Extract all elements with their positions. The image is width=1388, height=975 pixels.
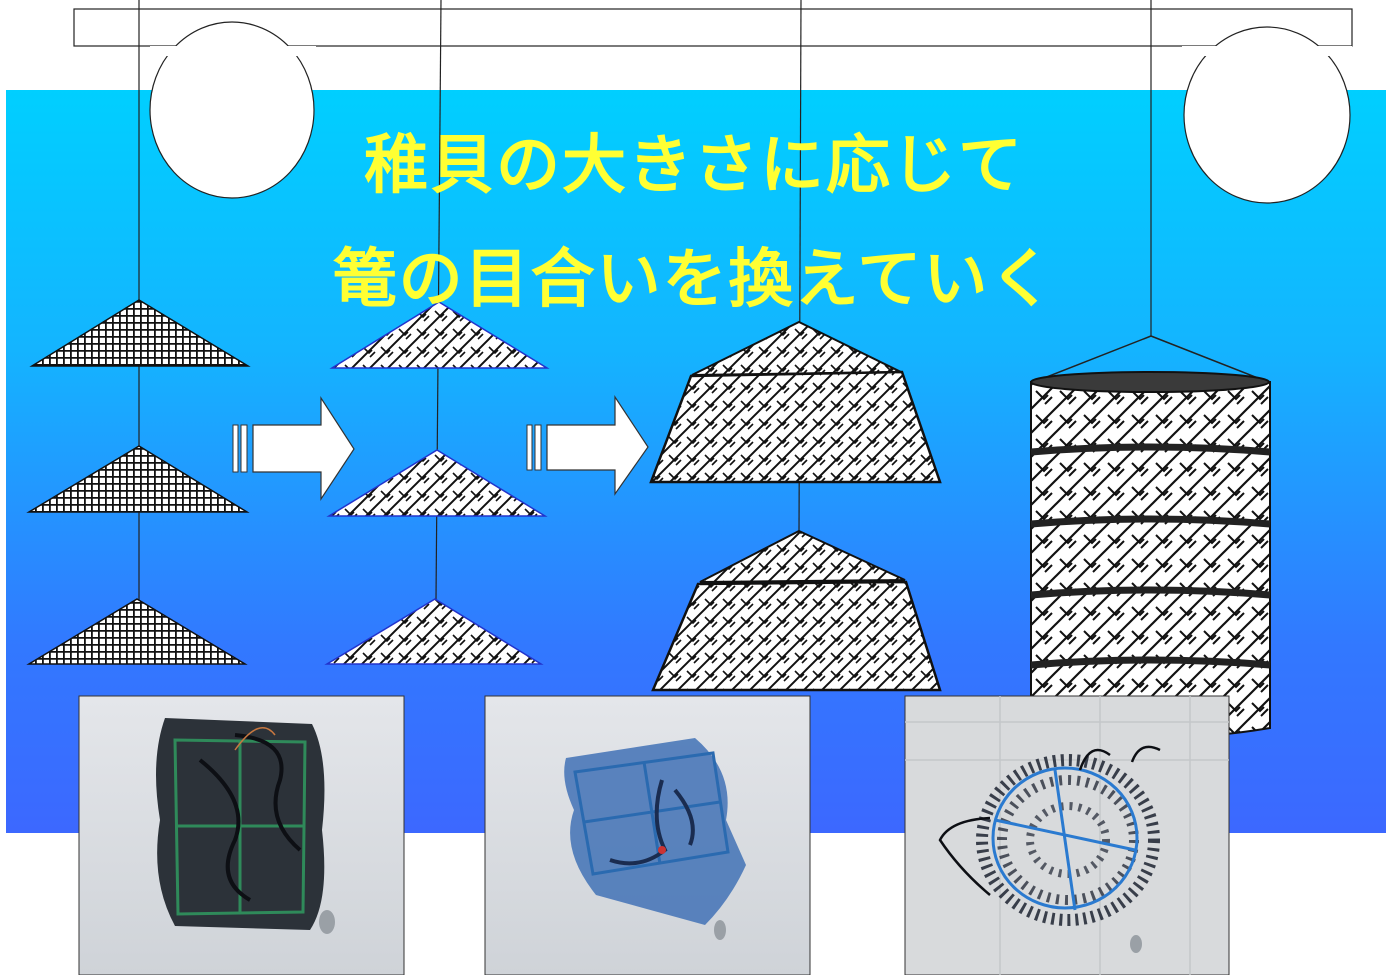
pearl-net-fine-mesh: [26, 299, 251, 665]
cylinder-ring: [1030, 515, 1271, 528]
pearl-net-tier: [329, 301, 550, 369]
pearl-net-tier: [324, 598, 544, 665]
arrow-right-icon: [526, 395, 649, 496]
lantern-net-cylinder: [1030, 335, 1271, 739]
pearl-net-tier: [29, 299, 251, 367]
buoy-left: [149, 21, 315, 199]
lantern-cap: [699, 529, 906, 583]
lantern-net-frustum: [649, 320, 942, 692]
lantern-body: [649, 370, 942, 484]
photo-fine-mesh-cage: [78, 695, 405, 975]
cylinder-ring: [1030, 586, 1271, 599]
arrow-right-icon: [232, 395, 355, 501]
longline-rope: [73, 8, 1353, 47]
buoy-right: [1183, 26, 1351, 204]
pearl-net-tier: [26, 445, 250, 513]
lantern-cap: [691, 320, 902, 376]
pearl-net-medium-mesh: [324, 301, 550, 665]
lantern-body: [651, 580, 942, 692]
title-line-2: 篭の目合いを換えていく: [332, 243, 1056, 317]
title-line-1: 稚貝の大きさに応じて: [364, 129, 1024, 203]
pearl-net-tier: [26, 598, 248, 665]
photo-blue-mesh-cage: [484, 695, 811, 975]
cylinder-top-ring: [1030, 371, 1270, 393]
pearl-net-tier: [326, 449, 548, 517]
cylinder-ring: [1030, 443, 1271, 456]
cylinder-ring: [1030, 656, 1271, 669]
photo-round-lantern-net: [904, 695, 1230, 975]
